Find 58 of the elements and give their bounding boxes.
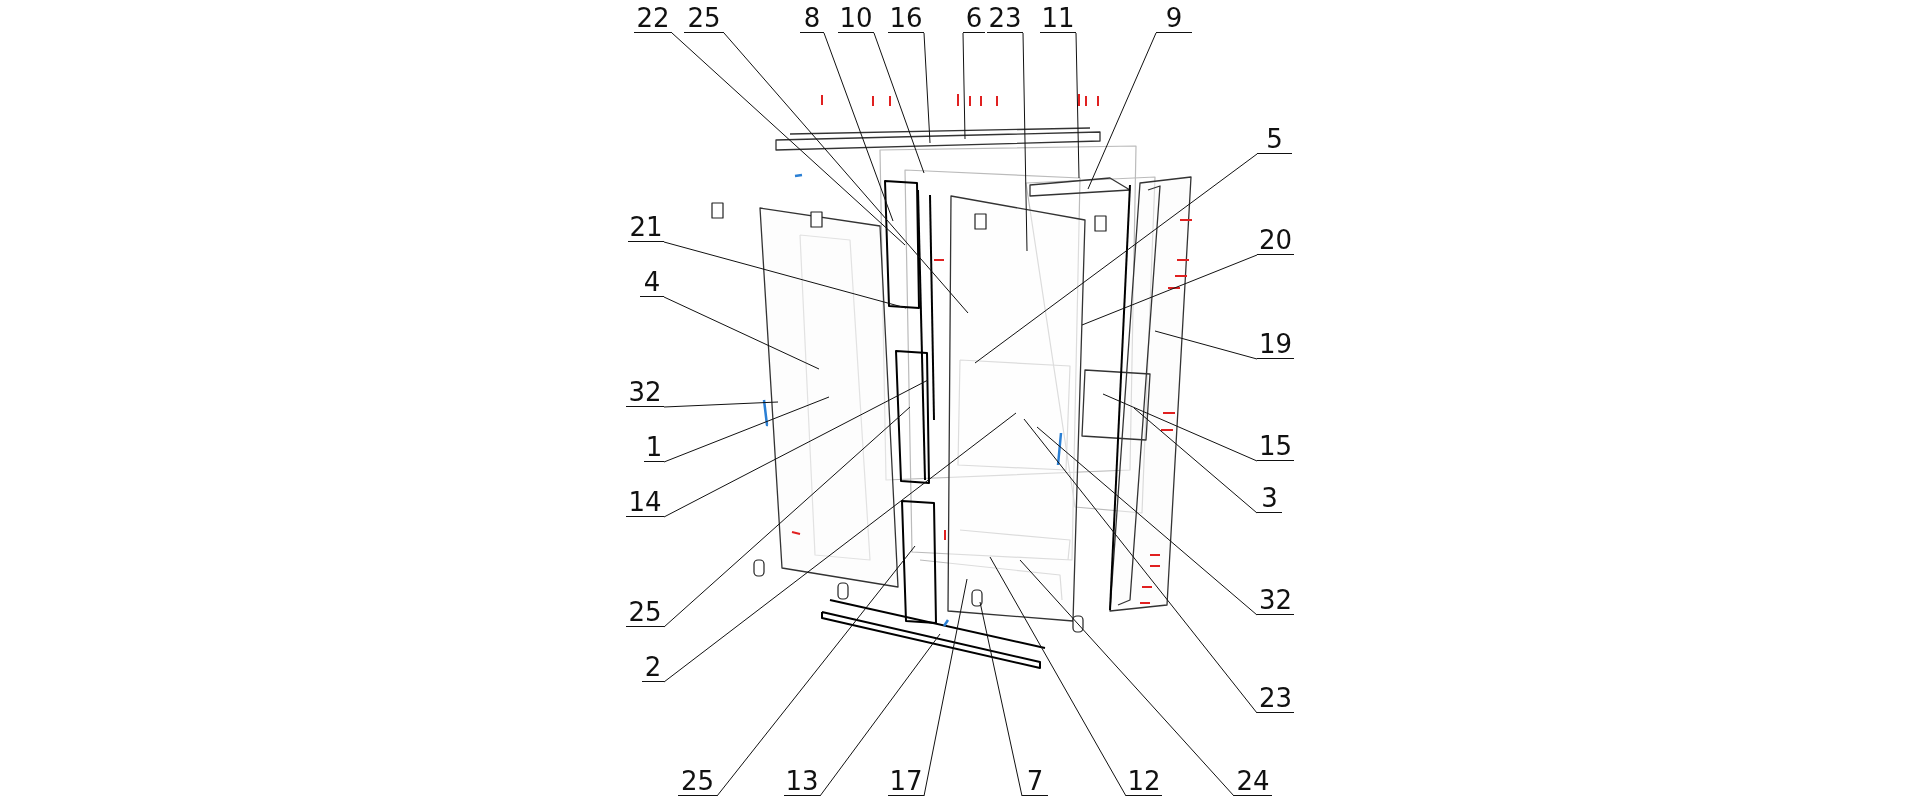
callout-number: 6 bbox=[963, 3, 985, 33]
callout-number: 32 bbox=[1257, 585, 1294, 615]
leader-line bbox=[1081, 254, 1258, 326]
callout-number: 19 bbox=[1257, 329, 1294, 359]
leader-line bbox=[1036, 426, 1258, 616]
callout-number: 3 bbox=[1257, 483, 1282, 513]
callout-number: 8 bbox=[800, 3, 824, 33]
callout-number: 11 bbox=[1040, 3, 1076, 33]
callout-number: 9 bbox=[1156, 3, 1192, 33]
callout-number: 20 bbox=[1257, 225, 1294, 255]
callout-number: 12 bbox=[1126, 766, 1162, 796]
callout-number: 5 bbox=[1257, 124, 1292, 154]
leader-line bbox=[823, 32, 894, 222]
callout-number: 17 bbox=[888, 766, 924, 796]
leader-line bbox=[663, 241, 907, 309]
leader-line bbox=[663, 396, 830, 463]
leader-line bbox=[1102, 393, 1258, 462]
leader-line bbox=[663, 406, 911, 628]
callout-number: 1 bbox=[644, 432, 664, 462]
leader-line bbox=[1154, 330, 1258, 360]
callout-number: 2 bbox=[642, 652, 664, 682]
leader-line bbox=[1087, 32, 1157, 190]
callout-number: 23 bbox=[987, 3, 1023, 33]
callout-number: 7 bbox=[1022, 766, 1048, 796]
callout-number: 4 bbox=[640, 267, 664, 297]
leader-line bbox=[979, 601, 1023, 797]
callout-number: 15 bbox=[1257, 431, 1294, 461]
callout-number: 10 bbox=[838, 3, 874, 33]
leader-line bbox=[663, 296, 820, 370]
leader-line bbox=[663, 379, 929, 518]
callout-number: 16 bbox=[888, 3, 924, 33]
callout-number: 25 bbox=[684, 3, 724, 33]
leader-line bbox=[663, 412, 1017, 683]
leader-line bbox=[1019, 559, 1235, 797]
leader-line bbox=[989, 556, 1127, 797]
leader-line bbox=[923, 578, 968, 797]
leader-line bbox=[1023, 418, 1258, 714]
callout-number: 24 bbox=[1234, 766, 1272, 796]
callout-number: 14 bbox=[626, 487, 664, 517]
callout-number: 25 bbox=[678, 766, 717, 796]
callout-number: 22 bbox=[634, 3, 672, 33]
leader-line bbox=[962, 32, 966, 140]
callout-number: 32 bbox=[626, 377, 664, 407]
callout-number: 25 bbox=[626, 597, 664, 627]
leader-line bbox=[1022, 32, 1028, 252]
leader-line bbox=[663, 401, 779, 408]
callout-number: 13 bbox=[784, 766, 820, 796]
leader-line bbox=[716, 545, 916, 797]
leader-line bbox=[819, 633, 941, 797]
leader-line bbox=[723, 32, 969, 314]
leader-line bbox=[974, 153, 1258, 364]
callout-number: 23 bbox=[1257, 683, 1294, 713]
leader-line bbox=[873, 32, 925, 174]
leader-line bbox=[671, 32, 906, 246]
leader-line bbox=[923, 32, 931, 144]
leader-line bbox=[1075, 32, 1080, 179]
leader-line bbox=[1133, 407, 1258, 514]
callout-number: 21 bbox=[628, 212, 664, 242]
